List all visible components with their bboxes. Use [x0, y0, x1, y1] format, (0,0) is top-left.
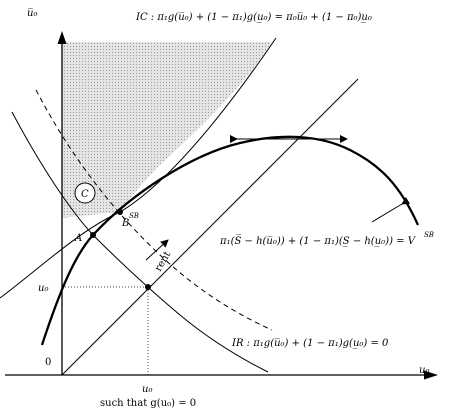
y-tick-label: u₀ [38, 283, 48, 294]
v-label: π₁(S̅ − h(u̅₀)) + (1 − π₁)(S̲ − h(u̲₀)) … [219, 235, 417, 247]
origin-label: 0 [45, 357, 51, 368]
point-first-best [145, 284, 151, 290]
dashed-curve [35, 89, 273, 331]
v-label-sup: SB [424, 231, 434, 239]
rent-arrow [145, 239, 169, 261]
ir-label: IR : π₁g(u̅₀) + (1 − π₁)g(u̲₀) = 0 [231, 338, 389, 349]
certainty-line [61, 78, 359, 376]
ic-curve [0, 37, 277, 299]
v-label-pointer [371, 196, 411, 223]
point-b-label: B [121, 218, 129, 229]
objective-curve [40, 135, 420, 346]
y-axis-arrowhead [57, 31, 67, 44]
ic-label: IC : π₁g(u̅₀) + (1 − π₁)g(u̲₀) = π₀u̅₀ +… [135, 12, 372, 23]
point-a [90, 232, 96, 238]
x-axis-arrowhead [424, 370, 438, 380]
point-a-label: A [74, 233, 82, 244]
rent-label: rent [153, 250, 173, 274]
point-c-label: C [81, 189, 89, 200]
y-axis-label: u̅₀ [27, 8, 37, 19]
point-b-sup: SB [129, 212, 139, 220]
x-axis-label: u̲₀ [418, 365, 429, 376]
x-tick-label: u₀ [142, 384, 152, 395]
shaded-region [62, 42, 272, 218]
ir-curve [11, 111, 269, 373]
point-b [117, 209, 123, 215]
point-c-circle [74, 182, 96, 204]
x-tick-note: such that g(u₀) = 0 [100, 398, 196, 409]
